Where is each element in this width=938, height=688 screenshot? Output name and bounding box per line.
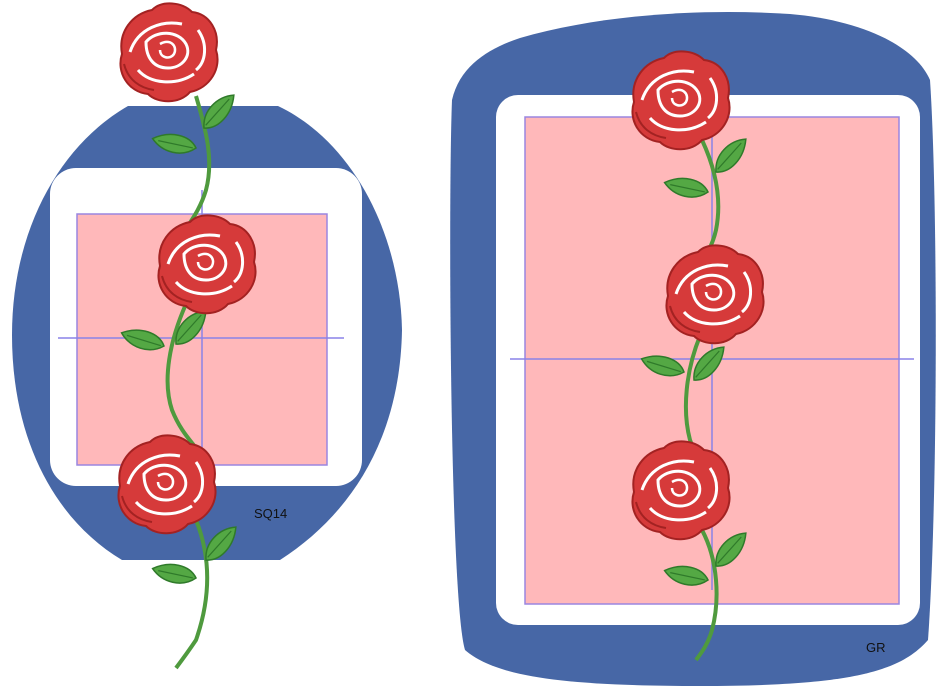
rose-motif-icon bbox=[632, 51, 729, 149]
rose-motif-icon bbox=[118, 435, 215, 533]
rose-motif-icon bbox=[632, 441, 729, 539]
rose-motif-icon bbox=[158, 215, 255, 313]
leaf-icon bbox=[150, 557, 198, 589]
rose-motif-icon bbox=[120, 3, 217, 101]
hoop-gr-label: GR bbox=[866, 640, 886, 655]
hoop-sq14-label: SQ14 bbox=[254, 506, 287, 521]
rose-motif-icon bbox=[666, 245, 763, 343]
